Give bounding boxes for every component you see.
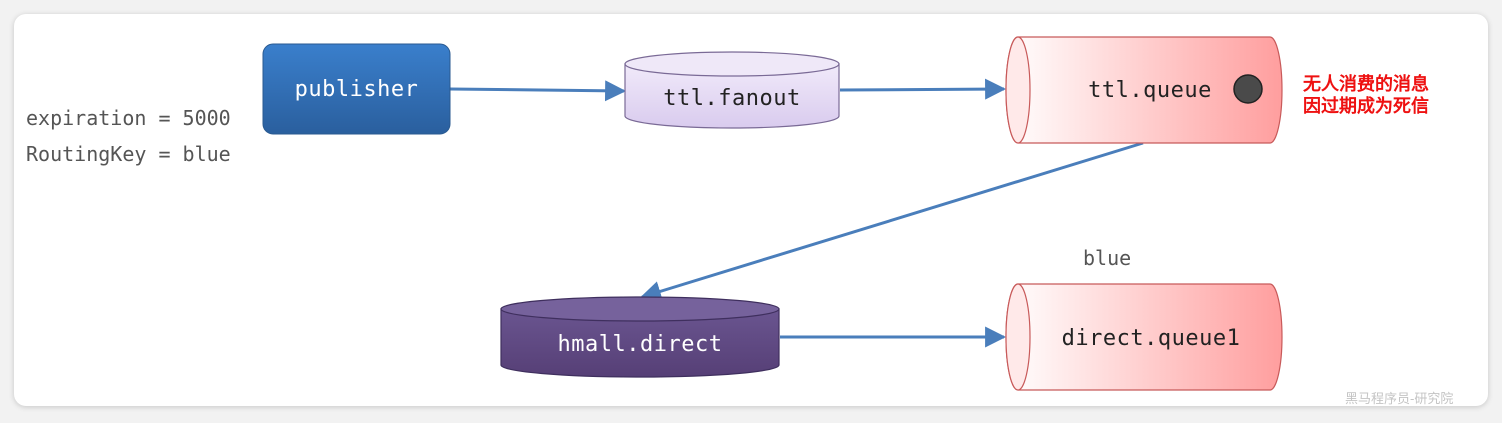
dead-message-dot (1233, 74, 1263, 104)
hmall-direct-label: hmall.direct (557, 331, 723, 357)
dead-letter-annotation: 无人消费的消息 因过期成为死信 (1303, 74, 1429, 118)
direct-queue1-node (1005, 283, 1283, 391)
publisher-label: publisher (294, 76, 419, 102)
routing-key-note: RoutingKey = blue (26, 142, 231, 166)
hmall-direct-exchange (500, 296, 780, 378)
publisher-node (262, 43, 451, 135)
ttl-queue-node (1005, 36, 1283, 144)
ttl-fanout-exchange (624, 51, 840, 129)
annotation-line-1: 无人消费的消息 (1303, 74, 1429, 95)
direct-queue1-label: direct.queue1 (1061, 325, 1241, 351)
expiration-note: expiration = 5000 (26, 106, 231, 130)
watermark: 黑马程序员-研究院 (1345, 392, 1454, 407)
binding-key-label: blue (1083, 246, 1132, 270)
ttl-queue-label: ttl.queue (1088, 77, 1212, 103)
ttl-fanout-label: ttl.fanout (663, 85, 801, 111)
annotation-line-2: 因过期成为死信 (1303, 96, 1429, 117)
arrow-fanout-to-ttl-queue (839, 78, 1007, 100)
arrow-ttl-queue-to-direct (639, 141, 1144, 302)
arrow-publisher-to-fanout (449, 80, 627, 102)
